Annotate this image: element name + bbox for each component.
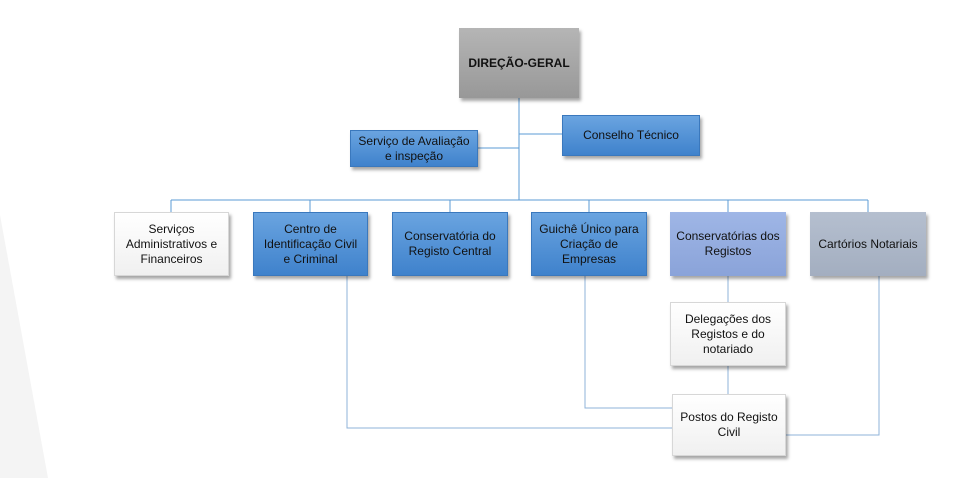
evaluation-service-node: Serviço de Avaliação e inspeção [350, 130, 478, 167]
single-desk-node: Guichê Único para Criação de Empresas [531, 212, 647, 276]
notaries-to-posts [786, 276, 880, 436]
delegations-label: Delegações dos Registos e do notariado [684, 311, 772, 356]
identification-center-node: Centro de Identificação Civil e Criminal [253, 212, 368, 276]
civil-registry-posts-label: Postos do Registo Civil [680, 410, 778, 439]
evaluation-service-label: Serviço de Avaliação e inspeção [358, 133, 470, 163]
civil-registry-posts-node: Postos do Registo Civil [672, 394, 786, 456]
notaries-label: Cartórios Notariais [818, 236, 918, 251]
registries-node: Conservatórias dos Registos [670, 212, 786, 276]
identification-center-label: Centro de Identificação Civil e Criminal [263, 221, 358, 266]
root-node: DIREÇÃO-GERAL [459, 28, 579, 98]
central-registry-label: Conservatória do Registo Central [404, 229, 496, 258]
notaries-node: Cartórios Notariais [810, 212, 926, 276]
registries-label: Conservatórias dos Registos [676, 229, 780, 258]
central-registry-node: Conservatória do Registo Central [392, 212, 508, 276]
root-label: DIREÇÃO-GERAL [468, 55, 570, 70]
admin-services-label: Serviços Administrativos e Financeiros [125, 221, 218, 266]
technical-council-label: Conselho Técnico [583, 128, 679, 142]
admin-services-node: Serviços Administrativos e Financeiros [114, 212, 229, 276]
identification-to-posts [346, 276, 672, 429]
single-desk-to-posts [584, 276, 672, 409]
technical-council-node: Conselho Técnico [562, 115, 700, 156]
single-desk-label: Guichê Único para Criação de Empresas [539, 221, 639, 266]
delegations-node: Delegações dos Registos e do notariado [670, 302, 786, 366]
